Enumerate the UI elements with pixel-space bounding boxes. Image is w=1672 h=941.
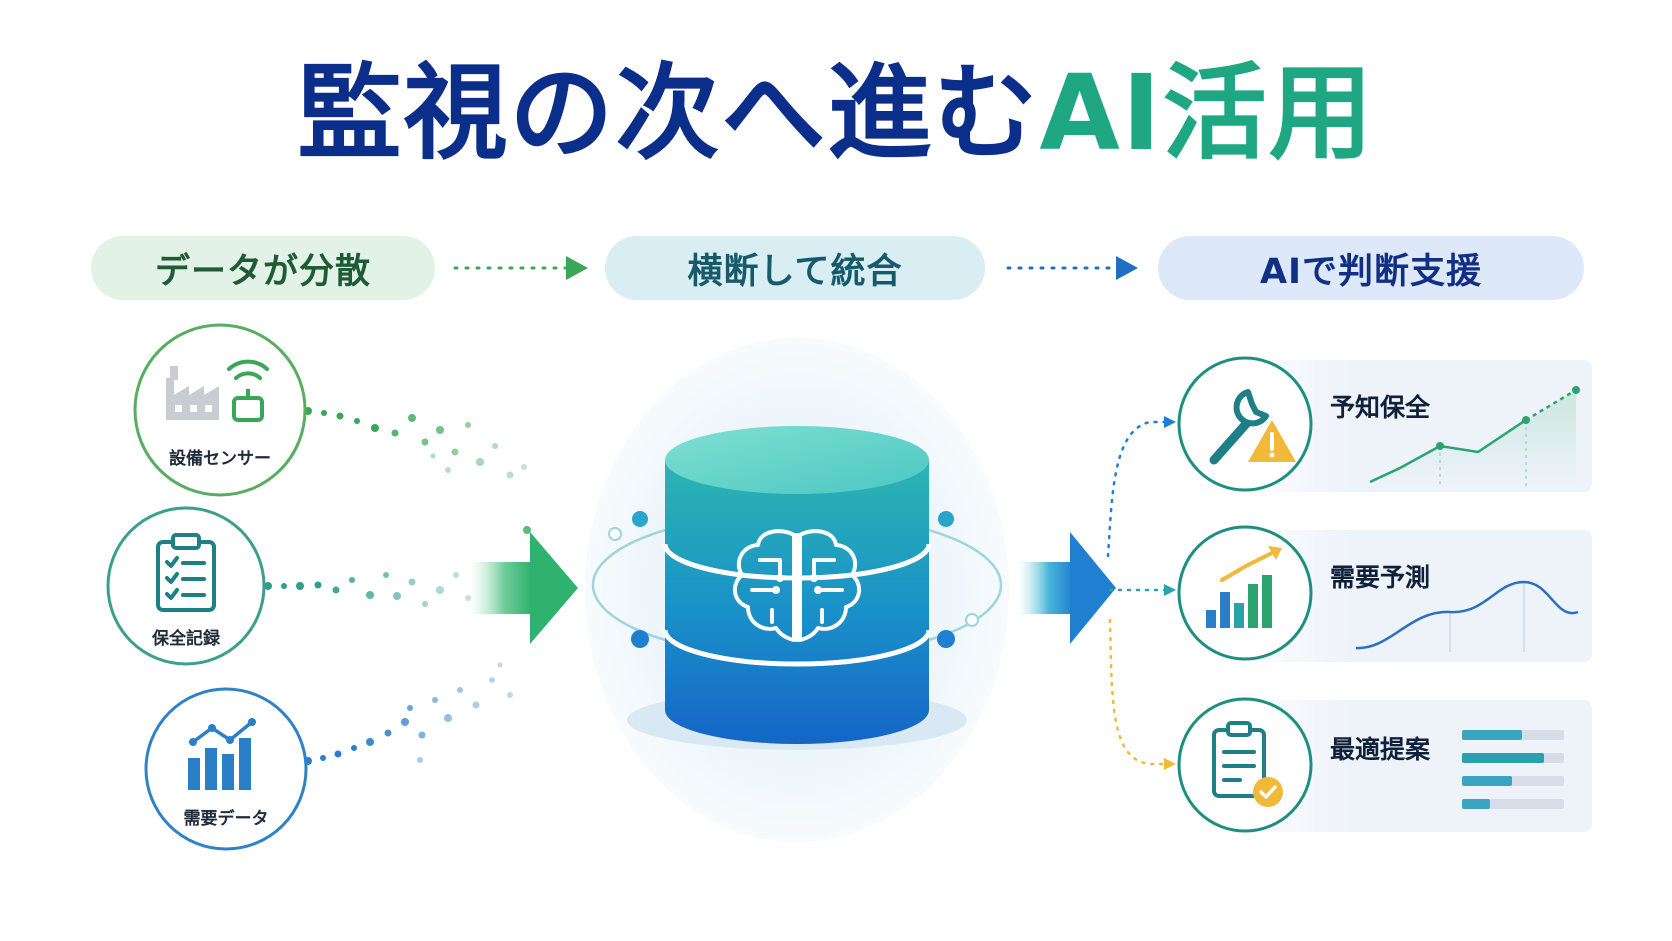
step-arrow-1 [453, 256, 588, 280]
output-label-optimal-proposal: 最適提案 [1330, 735, 1431, 764]
step-arrow-2 [1006, 256, 1138, 280]
clipboard-checklist-icon [156, 533, 216, 612]
output-node-optimal-proposal [1177, 697, 1313, 833]
connector-arrowhead-3 [1164, 758, 1176, 770]
bar-line-chart-icon [188, 718, 256, 790]
source-data-stream-2 [264, 572, 471, 607]
title-main: 監視の次へ進む [297, 52, 1040, 174]
source-label-demand-data: 需要データ [183, 809, 269, 829]
database-ai-hub-icon [627, 426, 967, 750]
output-node-predictive-maintenance [1177, 356, 1313, 492]
source-node-equipment-sensor [133, 323, 307, 497]
step-pill-integrate: 横断して統合 [605, 236, 985, 300]
page-title: 監視の次へ進むAI活用 [0, 48, 1672, 178]
factory-sensor-icon [166, 359, 269, 422]
output-label-demand-forecast: 需要予測 [1330, 563, 1431, 592]
output-connectors [1106, 420, 1170, 766]
connector-arrowhead-2 [1164, 584, 1176, 596]
rising-bar-chart-icon [1206, 546, 1282, 628]
source-label-maintenance-records: 保全記録 [152, 629, 220, 649]
output-label-predictive-maintenance: 予知保全 [1330, 393, 1431, 422]
source-label-equipment-sensor: 設備センサー [169, 449, 271, 469]
output-node-demand-forecast [1177, 525, 1313, 661]
source-node-maintenance-records [106, 506, 266, 666]
title-accent: AI活用 [1039, 52, 1375, 174]
demand-forecast-wave [1355, 580, 1579, 652]
proposal-ranking-bars [1462, 730, 1564, 809]
step-pill-distributed: データが分散 [91, 236, 435, 300]
clipboard-check-icon [1212, 721, 1283, 807]
wrench-warning-icon [1209, 389, 1296, 465]
flow-arrow-in [470, 532, 578, 644]
source-data-stream-3 [304, 662, 513, 765]
flow-arrow-out [1018, 532, 1116, 644]
source-node-demand-data [144, 687, 308, 851]
connector-arrowhead-1 [1164, 416, 1176, 428]
step-pill-ai-support: AIで判断支援 [1158, 236, 1584, 300]
source-data-stream-1 [304, 407, 531, 534]
predictive-trend-chart [1369, 386, 1580, 486]
